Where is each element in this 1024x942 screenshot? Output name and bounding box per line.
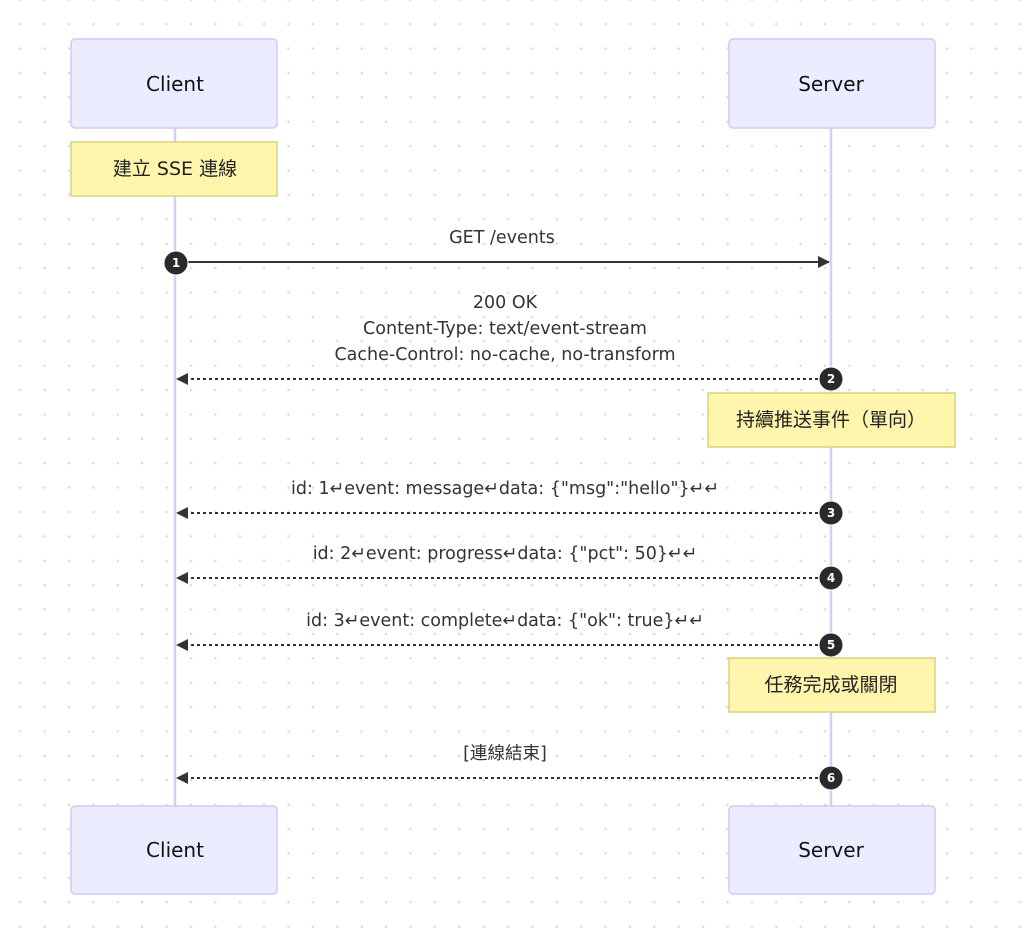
sequence-number: 6 [827,771,835,785]
sequence-number: 2 [827,372,835,386]
sequence-badge [818,632,844,658]
actor-label: Client [146,72,204,96]
sequence-number: 1 [172,256,180,270]
message-label: [連線結束] [463,744,547,764]
sequence-badge [818,765,844,791]
note-establish-connection: 建立 SSE 連線 [70,141,278,197]
note-text: 任務完成或關閉 [764,674,897,696]
actor-box [70,38,278,129]
message-2: 200 OK Content-Type: text/event-stream C… [176,293,844,392]
actor-box [728,38,936,129]
message-label-line-1: 200 OK [473,293,538,313]
sequence-badge [818,500,844,526]
note-text: 持續推送事件（單向） [736,409,926,431]
actor-label: Server [798,72,864,96]
message-label-line-2: Content-Type: text/event-stream [363,319,647,339]
sequence-number: 4 [827,571,835,585]
message-1: GET /events 1 [163,228,830,276]
message-label: id: 1↵event: message↵data: {"msg":"hello… [291,479,719,499]
message-4: id: 2↵event: progress↵data: {"pct": 50}↵… [176,544,844,591]
actor-server-top: Server [728,38,936,129]
note-box [70,141,278,197]
note-text: 建立 SSE 連線 [113,158,237,180]
actor-box [728,805,936,895]
actor-label: Server [798,838,864,862]
note-task-complete: 任務完成或關閉 [728,657,936,713]
message-label: id: 3↵event: complete↵data: {"ok": true}… [306,611,704,631]
message-5: id: 3↵event: complete↵data: {"ok": true}… [176,611,844,658]
note-box [707,392,956,448]
sequence-number: 5 [827,638,835,652]
sequence-badge [163,250,189,276]
actor-box [70,805,278,895]
sequence-number: 3 [827,506,835,520]
actor-client-top: Client [70,38,278,129]
sequence-badge [818,366,844,392]
message-label: GET /events [449,228,555,248]
note-continuous-push: 持續推送事件（單向） [707,392,956,448]
actor-client-bottom: Client [70,805,278,895]
message-3: id: 1↵event: message↵data: {"msg":"hello… [176,479,844,526]
message-label: id: 2↵event: progress↵data: {"pct": 50}↵… [313,544,698,564]
message-6: [連線結束] 6 [176,744,844,791]
note-box [728,657,936,713]
message-label-line-3: Cache-Control: no-cache, no-transform [334,345,675,365]
sequence-badge [818,565,844,591]
actor-server-bottom: Server [728,805,936,895]
actor-label: Client [146,838,204,862]
